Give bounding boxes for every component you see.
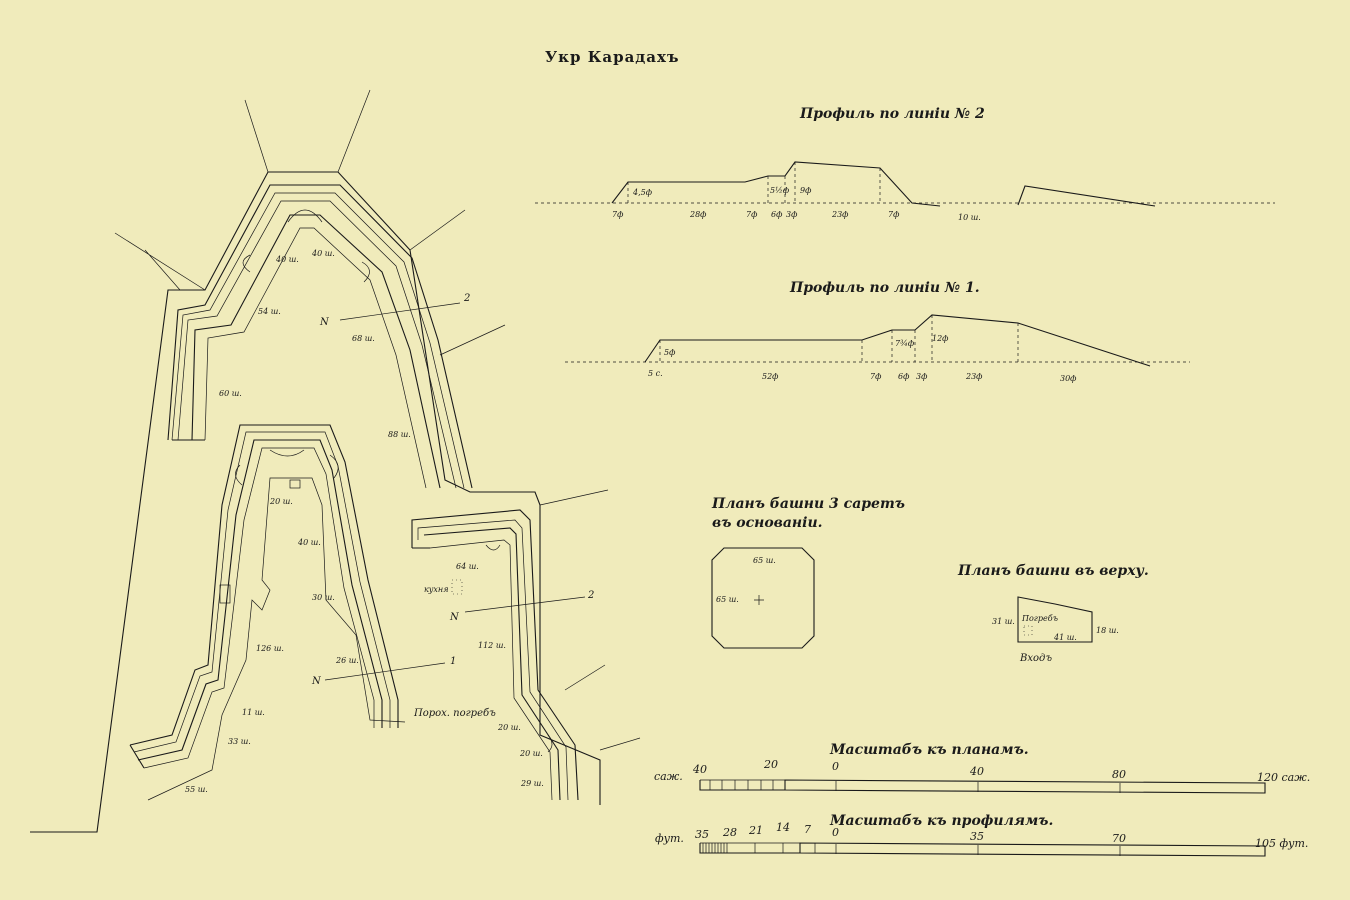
plan-label: 20 ш. xyxy=(269,497,293,506)
profile-label: 23ф xyxy=(965,372,982,381)
plan-label: 33 ш. xyxy=(228,737,251,746)
profile-label: 7ф xyxy=(870,372,881,381)
section-number: 2 xyxy=(463,293,470,304)
tower-base-heading-line2: въ основаніи. xyxy=(712,515,823,531)
plan-label: 26 ш. xyxy=(335,656,359,665)
section-marker: N xyxy=(311,676,322,687)
profile-1-heading: Профиль по линіи № 1. xyxy=(789,280,980,296)
plan-label: 40 ш. xyxy=(275,255,299,264)
plan-label: 55 ш. xyxy=(185,785,208,794)
profiles-scale-tick: 28 xyxy=(722,826,737,839)
tower-top-heading: Планъ башни въ верху. xyxy=(957,563,1149,579)
plans-scale-tick: 0 xyxy=(832,760,839,773)
plan-label: 40 ш. xyxy=(297,538,321,547)
section-number: 2 xyxy=(587,590,594,601)
profile-label: 6ф xyxy=(898,372,909,381)
profile-label: 28ф xyxy=(689,210,706,219)
profiles-scale-tick: 21 xyxy=(748,824,763,837)
powder-magazine-label: Порох. погребъ xyxy=(413,708,496,719)
plan-label: 64 ш. xyxy=(456,562,479,571)
cellar-label: Погребъ xyxy=(1021,614,1058,623)
plan-label: 68 ш. xyxy=(352,334,375,343)
plan-label: 126 ш. xyxy=(256,644,284,653)
profiles-scale-bar xyxy=(699,842,1266,857)
plan-label: 30 ш. xyxy=(312,593,335,602)
profiles-scale-tick: 70 xyxy=(1112,832,1126,845)
plan-label: 20 ш. xyxy=(497,723,521,732)
tower-top-plan xyxy=(1017,596,1093,643)
profile-label: 23ф xyxy=(831,210,848,219)
profile-label: 10 ш. xyxy=(958,213,981,222)
plans-scale-bar xyxy=(699,779,1266,794)
profile-1-labels: 5ф 5 с. 52ф 7ф 7¾ф 6ф 3ф 12ф 23ф 30ф xyxy=(648,334,1076,383)
plan-label: кухня xyxy=(424,585,449,594)
plan-label: 20 ш. xyxy=(519,749,543,758)
profile-label: 4,5ф xyxy=(632,188,652,197)
profile-label: 3ф xyxy=(786,210,797,219)
plans-scale-tick: 120 саж. xyxy=(1257,771,1310,784)
tower-top-dim: 41 ш. xyxy=(1053,633,1077,642)
profiles-scale-unit: фут. xyxy=(655,832,684,845)
profile-label: 7ф xyxy=(746,210,757,219)
plans-scale-unit: саж. xyxy=(654,770,683,783)
plans-scale-tick: 40 xyxy=(692,763,707,776)
profile-label: 9ф xyxy=(800,186,811,195)
profiles-scale-tick: 14 xyxy=(776,821,790,834)
tower-base-dim: 65 ш. xyxy=(753,556,776,565)
tower-top-dim: 31 ш. xyxy=(992,617,1015,626)
tower-top-dim: 18 ш. xyxy=(1096,626,1119,635)
profile-1-drawing xyxy=(565,314,1190,367)
profile-label: 52ф xyxy=(762,372,778,381)
tower-base-dim: 65 ш. xyxy=(716,595,739,604)
sheet-title: Укр Карадахъ xyxy=(545,48,679,66)
profile-2-heading: Профиль по линіи № 2 xyxy=(799,106,985,122)
profile-label: 7ф xyxy=(888,210,899,219)
tower-base-plan xyxy=(711,547,815,649)
profile-label: 3ф xyxy=(916,372,927,381)
tower-base-heading-line1: Планъ башни 3 саретъ xyxy=(711,496,905,512)
plans-scale-tick: 20 xyxy=(763,758,778,771)
profile-label: 5½ф xyxy=(770,186,789,195)
profiles-scale-tick: 0 xyxy=(832,826,839,839)
plan-label: 88 ш. xyxy=(388,430,411,439)
profiles-scale-tick: 7 xyxy=(804,823,811,836)
plan-label: 60 ш. xyxy=(219,389,242,398)
profile-2-labels: 4,5ф 7ф 28ф 7ф 5½ф 6ф 3ф 9ф 23ф 7ф 10 ш. xyxy=(612,186,981,222)
profile-label: 7¾ф xyxy=(895,339,914,348)
profile-label: 5ф xyxy=(664,348,675,357)
section-number: 1 xyxy=(450,656,456,667)
profile-2-drawing xyxy=(535,161,1275,207)
section-marker: N xyxy=(449,612,460,623)
plan-labels: 40 ш. 40 ш. 54 ш. 60 ш. 68 ш. 88 ш. 20 ш… xyxy=(185,249,594,794)
plan-label: 112 ш. xyxy=(478,641,506,650)
plan-label: 40 ш. xyxy=(311,249,335,258)
plan-label: 29 ш. xyxy=(520,779,544,788)
plan-label: 54 ш. xyxy=(258,307,281,316)
fort-plan xyxy=(30,89,641,833)
entrance-label: Входъ xyxy=(1019,653,1052,664)
profiles-scale-tick: 105 фут. xyxy=(1255,837,1308,850)
profile-label: 12ф xyxy=(932,334,948,343)
plan-label: 11 ш. xyxy=(242,708,265,717)
plans-scale-heading: Масштабъ къ планамъ. xyxy=(829,742,1029,758)
profiles-scale-tick: 35 xyxy=(695,828,709,841)
profile-label: 30ф xyxy=(1060,374,1076,383)
profiles-scale-heading: Масштабъ къ профилямъ. xyxy=(829,813,1053,829)
profiles-scale-tick: 35 xyxy=(970,830,984,843)
plans-scale-tick: 40 xyxy=(969,765,984,778)
section-marker: N xyxy=(319,317,330,328)
profile-label: 6ф xyxy=(771,210,782,219)
plans-scale-tick: 80 xyxy=(1112,768,1126,781)
profile-label: 7ф xyxy=(612,210,623,219)
profile-label: 5 с. xyxy=(648,369,663,378)
